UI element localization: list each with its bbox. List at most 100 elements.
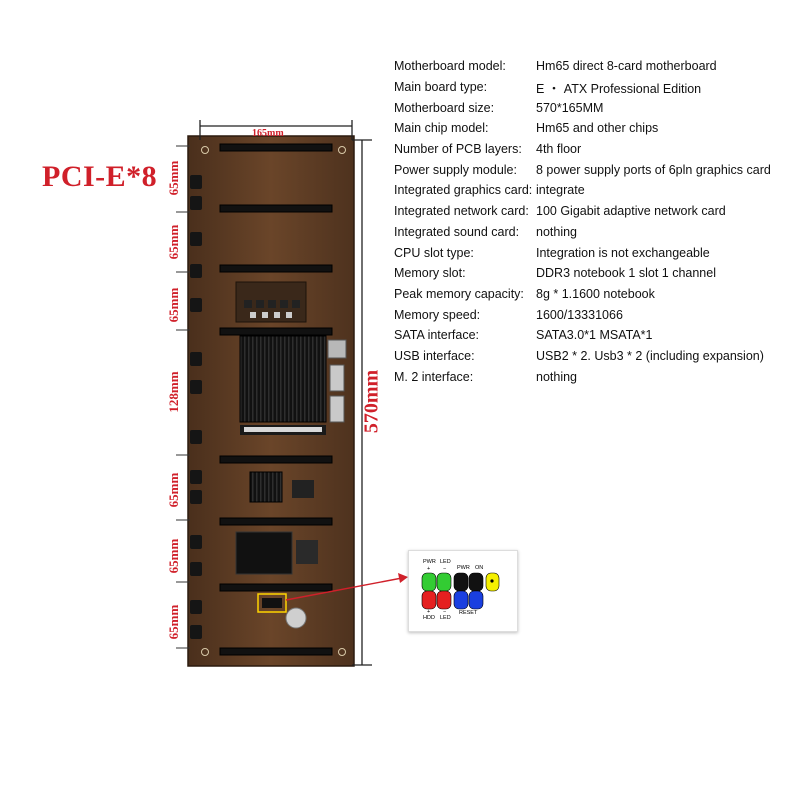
- spec-value: 100 Gigabit adaptive network card: [536, 204, 726, 219]
- on-label: ON: [475, 565, 484, 571]
- spec-value: DDR3 notebook 1 slot 1 channel: [536, 266, 716, 281]
- spacing-ticks: [176, 145, 190, 649]
- pcie-slot: [219, 517, 333, 526]
- length-dimension-label: 570mm: [360, 369, 383, 434]
- header-pins: [421, 572, 500, 610]
- pin-hdd-minus: [436, 590, 452, 610]
- usb-port: [329, 395, 345, 423]
- width-dimension-label: 165mm: [252, 128, 284, 139]
- pwr-label: PWR: [423, 559, 436, 565]
- spec-row: Main board type: E ・ ATX Professional Edi…: [394, 77, 771, 98]
- spec-key: Motherboard size:: [394, 100, 495, 115]
- pcie-slot: [219, 647, 333, 656]
- pcie-count-title: PCI-E*8: [42, 160, 158, 193]
- spec-value: 1600/13331066: [536, 307, 623, 322]
- pin-reset-a: [453, 590, 469, 610]
- pin-pwr-on-a: [453, 572, 469, 592]
- spec-key: Integrated network card:: [394, 204, 529, 219]
- spec-row: Memory speed: 1600/13331066: [394, 304, 771, 325]
- spacing-label: 65mm: [166, 224, 181, 260]
- spec-row: Peak memory capacity: 8g * 1.1600 noteboo…: [394, 284, 771, 305]
- spec-key: Motherboard model:: [394, 59, 506, 74]
- callout-arrow: [285, 573, 408, 601]
- spec-row: Integrated network card: 100 Gigabit adap…: [394, 201, 771, 222]
- spec-value: integrate: [536, 183, 585, 198]
- spec-row: USB interface: USB2 * 2. Usb3 * 2 (includ…: [394, 346, 771, 367]
- spec-value: nothing: [536, 369, 578, 384]
- minus-bottom-label: −: [443, 609, 447, 615]
- lower-chip-area: [235, 531, 293, 575]
- spec-key: Main chip model:: [394, 121, 489, 136]
- usb-port: [329, 364, 345, 392]
- led-bottom-label: LED: [440, 615, 451, 621]
- spec-key: Memory slot:: [394, 266, 466, 281]
- spec-key: Memory speed:: [394, 307, 481, 322]
- spec-row: Motherboard size: 570*165MM: [394, 97, 771, 118]
- spec-row: Power supply module:8 power supply ports…: [394, 159, 771, 180]
- spacing-label: 65mm: [166, 160, 181, 196]
- spec-table: Motherboard model: Hm65 direct 8-card mot…: [394, 56, 771, 387]
- spec-key: USB interface:: [394, 348, 475, 363]
- spacing-label: 65mm: [166, 472, 181, 508]
- pin-pwr-on-b: [468, 572, 484, 592]
- reset-label: RESET: [459, 610, 478, 616]
- spec-row: SATA interface: SATA3.0*1 MSATA*1: [394, 325, 771, 346]
- spec-row: Memory slot: DDR3 notebook 1 slot 1 chann…: [394, 263, 771, 284]
- pin-reset-b: [468, 590, 484, 610]
- pcie-slot: [219, 455, 333, 464]
- spec-row: Number of PCB layers: 4th floor: [394, 139, 771, 160]
- ethernet-port: [327, 339, 347, 359]
- pcie-slot: [219, 583, 333, 592]
- spec-row: CPU slot type: Integration is not exchang…: [394, 242, 771, 263]
- pcie-slot: [219, 204, 333, 213]
- spec-value: 4th floor: [536, 142, 582, 157]
- spec-key: Number of PCB layers:: [394, 142, 522, 157]
- spec-key: Power supply module:: [394, 162, 517, 177]
- minus-top-label: −: [443, 566, 447, 572]
- spec-value: Hm65 and other chips: [536, 121, 659, 136]
- pwr2-label: PWR: [457, 565, 470, 571]
- length-dimension-line: [352, 139, 372, 666]
- pcie-slot: [219, 327, 333, 336]
- pcie-slot: [219, 143, 333, 152]
- spacing-label: 65mm: [166, 604, 181, 640]
- spec-value: E ・ ATX Professional Edition: [536, 81, 702, 96]
- pcie-slot: [219, 264, 333, 273]
- plus-bottom-label: +: [427, 609, 431, 615]
- spec-value: 8g * 1.1600 notebook: [536, 286, 655, 301]
- spec-row: Integrated graphics card:integrate: [394, 180, 771, 201]
- spec-row: M. 2 interface: nothing: [394, 366, 771, 387]
- front-panel-diagram: PWR LED PWR ON + − + − HDD LED RESET: [408, 550, 518, 632]
- chipset-heatsink: [249, 471, 283, 503]
- pin-pwr-led-minus: [436, 572, 452, 592]
- pcie-slots: [219, 143, 333, 656]
- plus-top-label: +: [427, 566, 431, 572]
- spacing-label: 65mm: [166, 287, 181, 323]
- cpu-heatsink: [239, 335, 327, 423]
- spec-value: USB2 * 2. Usb3 * 2 (including expansion): [536, 348, 764, 363]
- spec-row: Integrated sound card: nothing: [394, 222, 771, 243]
- mounting-holes: [201, 146, 346, 656]
- front-panel-header-highlight: [257, 593, 287, 613]
- spec-key: Integrated graphics card:: [394, 183, 533, 198]
- spec-row: Main chip model: Hm65 and other chips: [394, 118, 771, 139]
- spec-key: CPU slot type:: [394, 245, 474, 260]
- spec-value: 570*165MM: [536, 100, 604, 115]
- pin-pwr-led-plus: [421, 572, 437, 592]
- hdd-label: HDD: [423, 615, 435, 621]
- spacing-label: 65mm: [166, 538, 181, 574]
- spacing-label: 128mm: [166, 371, 181, 413]
- spec-key: M. 2 interface:: [394, 369, 474, 384]
- spec-value: Integration is not exchangeable: [536, 245, 710, 260]
- spec-value: nothing: [536, 224, 578, 239]
- spec-key: Main board type:: [394, 80, 488, 95]
- spec-key: SATA interface:: [394, 328, 479, 343]
- spec-value: Hm65 direct 8-card motherboard: [536, 59, 717, 74]
- power-connectors: [190, 175, 202, 639]
- pin-hdd-plus: [421, 590, 437, 610]
- spec-key: Integrated sound card:: [394, 224, 520, 239]
- spec-key: Peak memory capacity:: [394, 286, 524, 301]
- spec-value: SATA3.0*1 MSATA*1: [536, 328, 653, 343]
- cmos-battery: [285, 607, 307, 629]
